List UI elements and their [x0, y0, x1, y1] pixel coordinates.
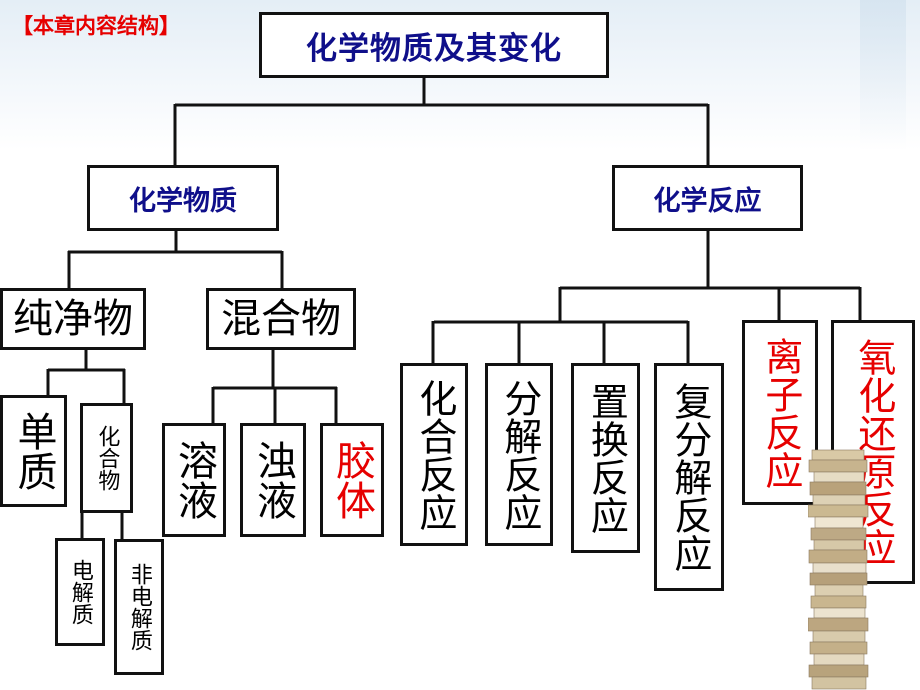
solution-node: 溶液 — [162, 423, 226, 537]
electrolyte-node: 电解质 — [55, 538, 105, 646]
chapter-structure-tag: 【本章内容结构】 — [12, 13, 180, 38]
background-tile — [860, 0, 906, 150]
compound-node: 化合物 — [80, 403, 133, 513]
pure-substance-node: 纯净物 — [0, 288, 146, 350]
chemical-substances-node: 化学物质 — [87, 165, 279, 231]
book-stack-image — [808, 449, 869, 690]
non-electrolyte-node: 非电解质 — [114, 539, 164, 675]
combination-reaction-node: 化合反应 — [400, 363, 468, 546]
root-node: 化学物质及其变化 — [259, 12, 609, 78]
displacement-reaction-node: 置换反应 — [571, 363, 640, 553]
decomposition-reaction-node: 分解反应 — [485, 363, 553, 546]
colloid-node: 胶体 — [320, 423, 384, 537]
chemical-reactions-node: 化学反应 — [612, 165, 803, 231]
mixture-node: 混合物 — [206, 288, 356, 350]
double-decomposition-reaction-node: 复分解反应 — [654, 363, 724, 591]
ionic-reaction-node: 离子反应 — [742, 320, 818, 505]
element-node: 单质 — [0, 395, 67, 507]
suspension-node: 浊液 — [240, 423, 306, 537]
